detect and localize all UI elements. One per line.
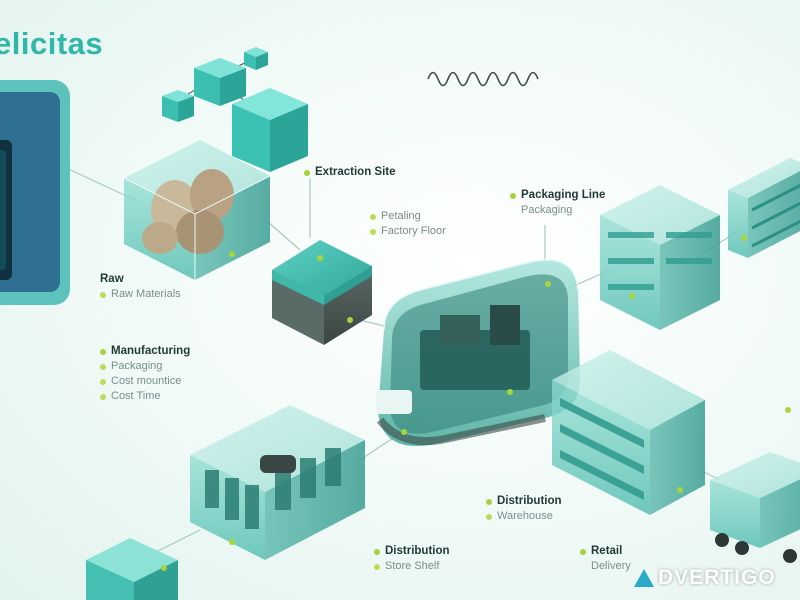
node-dot-icon [486, 498, 492, 505]
label-distribution-warehouse-title: Distribution [497, 495, 562, 507]
label-retail: Retail Delivery [580, 544, 631, 574]
node-dot-icon [510, 192, 516, 199]
node-dot-icon [486, 513, 492, 520]
packaging-shelves-box [600, 185, 720, 330]
label-manufacturing-title: Manufacturing [111, 345, 191, 357]
watermark-text: DVERTIGO [658, 566, 776, 589]
sine-wave-icon [427, 71, 539, 87]
warehouse-box [552, 350, 705, 515]
label-packaging-line-item: Packaging [521, 204, 573, 216]
node-dot-icon [580, 548, 586, 555]
node-dot-icon [100, 378, 106, 385]
label-petaling-item-1: Factory Floor [381, 225, 446, 237]
device-panel [0, 80, 70, 305]
node-dot-icon [374, 548, 380, 555]
node-dot-icon [374, 563, 380, 570]
node-dot-icon [370, 228, 376, 235]
bottom-left-cube [86, 538, 178, 600]
watermark-logo: DVERTIGO [634, 566, 776, 590]
label-raw-item: Raw Materials [111, 288, 181, 300]
delivery-truck [710, 452, 800, 563]
label-manufacturing-item-1: Cost mountice [111, 375, 182, 387]
extraction-box [272, 240, 372, 345]
factory-capsule [376, 259, 580, 447]
label-petaling: Petaling Factory Floor [370, 209, 446, 239]
node-dots [161, 235, 791, 571]
brand-title: elicitas [0, 26, 104, 61]
label-distribution-store-title: Distribution [385, 545, 450, 557]
label-manufacturing-item-0: Packaging [111, 360, 163, 372]
label-manufacturing-item-2: Cost Time [111, 390, 161, 402]
node-dot-icon [304, 169, 310, 176]
label-distribution-warehouse-item: Warehouse [497, 510, 553, 522]
node-dot-icon [370, 213, 376, 220]
label-raw: Raw Raw Materials [100, 272, 181, 302]
label-retail-item: Delivery [591, 560, 631, 572]
label-extraction-title: Extraction Site [315, 166, 396, 178]
node-dot-icon [100, 291, 106, 298]
manufacturing-box [190, 405, 365, 560]
raw-materials-box [123, 140, 271, 280]
triangle-logo-icon [634, 569, 654, 587]
label-retail-title: Retail [591, 545, 623, 557]
label-raw-title: Raw [100, 273, 124, 285]
floating-cubes [162, 47, 308, 172]
label-distribution-store: Distribution Store Shelf [374, 544, 450, 574]
label-extraction: Extraction Site [304, 165, 396, 180]
label-manufacturing: Manufacturing Packaging Cost mountice Co… [100, 344, 190, 404]
label-distribution-store-item: Store Shelf [385, 560, 440, 572]
container-right [728, 158, 800, 258]
label-packaging-line: Packaging Line Packaging [510, 188, 605, 218]
node-dot-icon [100, 363, 106, 370]
label-petaling-item-0: Petaling [381, 210, 421, 222]
label-packaging-line-title: Packaging Line [521, 189, 606, 201]
node-dot-icon [100, 393, 106, 400]
label-distribution-warehouse: Distribution Warehouse [486, 494, 562, 524]
node-dot-icon [100, 348, 106, 355]
